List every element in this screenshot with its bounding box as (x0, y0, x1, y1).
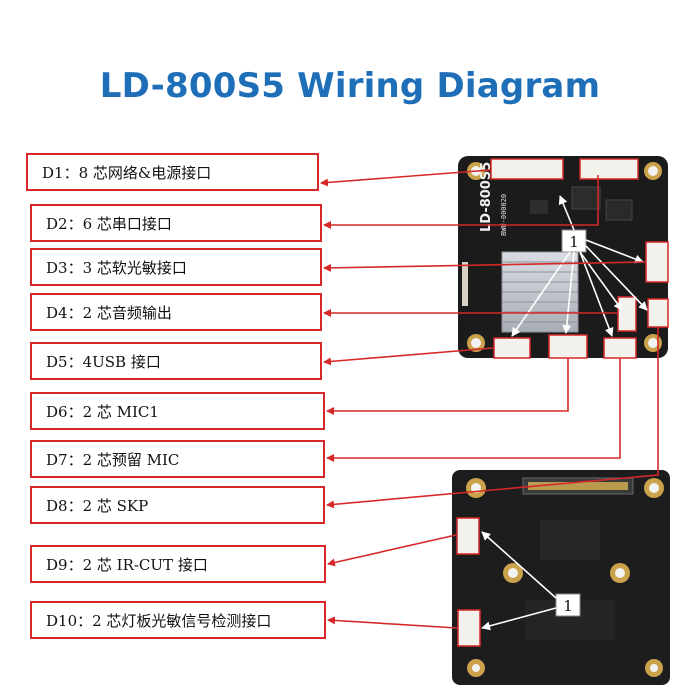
red-arrows (320, 169, 659, 629)
label-d6: D6：2 芯 MIC1 (30, 392, 325, 430)
bottom-callout-number: 1 (563, 597, 573, 615)
arrow-d8 (326, 327, 659, 509)
arrow-d10 (327, 616, 458, 629)
label-d9: D9：2 芯 IR-CUT 接口 (30, 545, 326, 583)
top-callout-number: 1 (569, 233, 579, 251)
label-d1: D1：8 芯网络&电源接口 (26, 153, 319, 191)
label-d7: D7：2 芯预留 MIC (30, 440, 325, 478)
label-d4: D4：2 芯音频输出 (30, 293, 322, 331)
arrow-d2 (323, 175, 599, 229)
arrow-d1 (320, 169, 491, 187)
top-pointer-lines (511, 195, 648, 337)
board-part-code: BWU-000020 (500, 194, 508, 236)
page-title: LD-800S5 Wiring Diagram (99, 66, 601, 106)
label-d8: D8：2 芯 SKP (30, 486, 325, 524)
top-board: LD-800S5 BWU-000020 1 (458, 156, 669, 359)
arrow-d9 (327, 534, 457, 567)
arrow-d6 (326, 358, 569, 415)
label-d5: D5：4USB 接口 (30, 342, 322, 380)
label-d3: D3：3 芯软光敏接口 (30, 248, 322, 286)
bottom-board: 1 (452, 470, 670, 685)
arrow-d3 (323, 261, 646, 272)
arrow-d5 (323, 347, 494, 366)
bottom-pointer-lines (481, 531, 557, 631)
label-d10: D10：2 芯灯板光敏信号检测接口 (30, 601, 326, 639)
arrow-d7 (326, 358, 621, 462)
label-d2: D2：6 芯串口接口 (30, 204, 322, 242)
